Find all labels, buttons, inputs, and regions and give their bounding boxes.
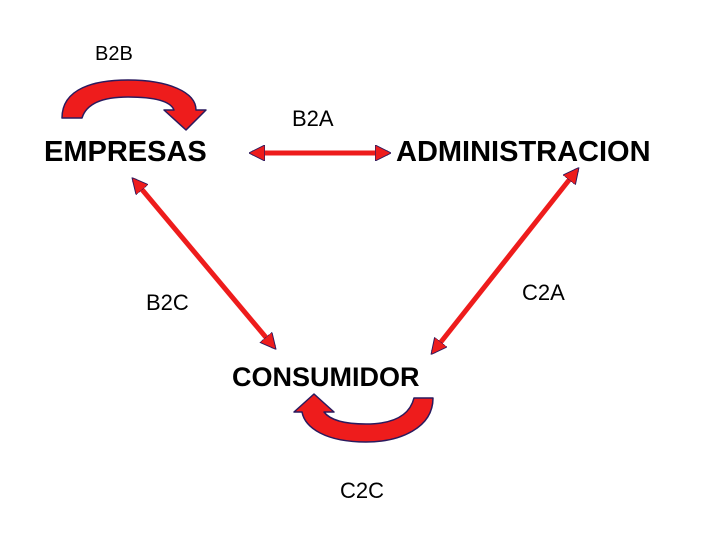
label-b2a: B2A	[292, 106, 334, 131]
node-administracion: ADMINISTRACION	[396, 136, 651, 168]
label-c2c: C2C	[340, 478, 385, 503]
node-consumidor: CONSUMIDOR	[232, 362, 420, 392]
label-c2a: C2A	[522, 280, 565, 305]
node-empresas: EMPRESAS	[44, 136, 207, 168]
arrow-b2c	[134, 180, 274, 347]
label-b2c: B2C	[146, 290, 189, 315]
label-b2b: B2B	[95, 43, 133, 65]
circular-arrow-c2c	[293, 393, 434, 443]
circular-arrow-b2b	[61, 79, 207, 131]
arrow-c2a	[433, 170, 577, 352]
